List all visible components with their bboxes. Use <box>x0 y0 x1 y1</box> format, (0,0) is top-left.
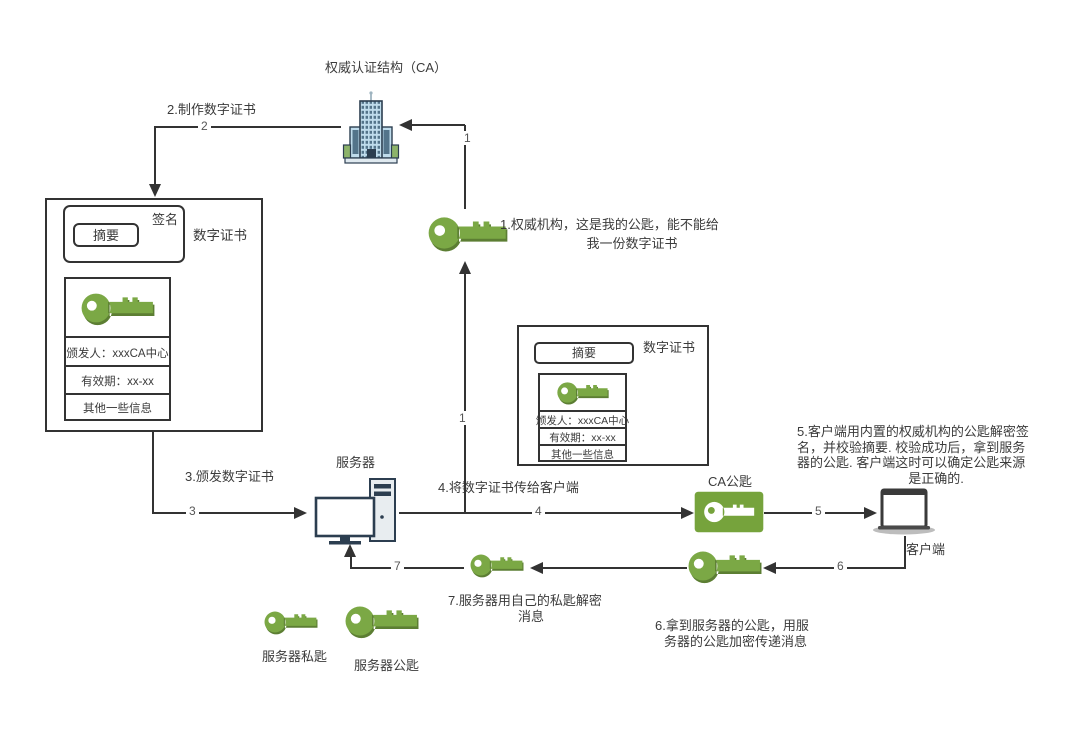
step-1-line2: 我一份数字证书 <box>586 236 678 251</box>
arrowhead-1-into-key <box>459 261 471 274</box>
cert-row-other: 其他一些信息 <box>66 393 169 421</box>
step-6-text: 6.拿到服务器的公匙，用服 务器的公匙加密传递消息 <box>655 618 825 649</box>
server-icon <box>314 478 396 545</box>
server-private-key-decrypt-icon <box>470 554 524 578</box>
step-1-line1: 1.权威机构，这是我的公匙，能不能给 <box>500 217 719 232</box>
server-label: 服务器 <box>336 455 376 470</box>
certificate-left-title: 数字证书 <box>193 228 247 243</box>
flow-line-3-vertical <box>152 432 154 513</box>
flow-line-1-lower <box>464 274 466 512</box>
certificate-middle: 摘要 数字证书 颁发人：xxxCA中心 有效期：xx-xx 其他一些信息 <box>517 325 709 466</box>
server-public-key-icon <box>345 606 419 639</box>
signature-box: 签名 摘要 <box>63 205 185 263</box>
step-2-text: 2.制作数字证书 <box>167 102 256 117</box>
ca-public-key-icon <box>694 491 764 533</box>
signature-label: 签名 <box>151 212 178 227</box>
step-6-line1: 6.拿到服务器的公匙，用服 <box>655 618 809 633</box>
certificate-middle-table: 颁发人：xxxCA中心 有效期：xx-xx 其他一些信息 <box>536 373 629 462</box>
digest-box: 摘要 <box>73 223 139 247</box>
server-public-key-label: 服务器公匙 <box>354 658 420 673</box>
flow-line-7-right <box>542 567 687 569</box>
flow-number-3: 3 <box>186 504 199 518</box>
flow-number-5: 5 <box>812 504 825 518</box>
step-5-line3: 器的公匙. 客户端这时可以确定公匙来源 <box>797 455 1026 470</box>
flow-number-7: 7 <box>391 559 404 573</box>
step-5-line2: 名，并校验摘要. 校验成功后，拿到服务 <box>797 439 1026 455</box>
cert-row-validity: 有效期：xx-xx <box>66 365 169 395</box>
flow-number-6: 6 <box>834 559 847 573</box>
cert-row-other: 其他一些信息 <box>540 444 625 462</box>
ca-public-key-label: CA公匙 <box>708 474 753 489</box>
step-5-line1: 5.客户端用内置的权威机构的公匙解密签 <box>797 424 1029 439</box>
arrowhead-2 <box>149 184 161 197</box>
arrowhead-6 <box>763 562 776 574</box>
certificate-left-table: 颁发人：xxxCA中心 有效期：xx-xx 其他一些信息 <box>64 277 171 421</box>
flow-number-1-mid: 1 <box>456 411 469 425</box>
flow-line-7-left <box>351 567 464 569</box>
server-public-key-request-icon <box>428 217 508 252</box>
server-public-key-message-icon <box>688 551 762 584</box>
flow-line-2-vertical <box>154 126 156 186</box>
flow-line-1-horizontal <box>411 124 465 126</box>
flow-number-2: 2 <box>198 119 211 133</box>
flow-line-3-horizontal <box>152 512 295 514</box>
step-5-text: 5.客户端用内置的权威机构的公匙解密签 名，并校验摘要. 校验成功后，拿到服务 … <box>797 424 1075 486</box>
step-4-text: 4.将数字证书传给客户端 <box>438 480 579 495</box>
ca-title: 权威认证结构（CA） <box>325 60 448 75</box>
ca-building-icon <box>342 91 400 164</box>
server-private-key-label: 服务器私匙 <box>262 649 328 664</box>
step-7-text: 7.服务器用自己的私匙解密 消息 <box>448 593 614 624</box>
flow-line-6-vertical <box>904 536 906 569</box>
arrowhead-7-into-key <box>530 562 543 574</box>
client-laptop-icon <box>873 488 935 535</box>
certificate-key-area <box>66 279 169 336</box>
arrowhead-1 <box>399 119 412 131</box>
server-private-key-icon <box>264 611 318 635</box>
step-1-text: 1.权威机构，这是我的公匙，能不能给 我一份数字证书 <box>500 215 764 253</box>
flow-number-4: 4 <box>532 504 545 518</box>
flow-line-7-vertical <box>350 556 352 569</box>
step-7-line1: 7.服务器用自己的私匙解密 <box>448 593 602 608</box>
certificate-middle-title: 数字证书 <box>643 340 696 355</box>
arrowhead-4 <box>681 507 694 519</box>
flow-line-2-horizontal <box>155 126 341 128</box>
arrowhead-7 <box>344 544 356 557</box>
public-key-icon <box>556 382 609 405</box>
digest-box-middle: 摘要 <box>534 342 634 364</box>
public-key-icon <box>81 293 154 325</box>
arrowhead-5 <box>864 507 877 519</box>
certificate-key-area <box>540 375 625 410</box>
step-7-line2: 消息 <box>517 608 544 624</box>
cert-row-validity: 有效期：xx-xx <box>540 427 625 446</box>
step-6-line2: 务器的公匙加密传递消息 <box>664 633 808 649</box>
client-label: 客户端 <box>906 542 946 557</box>
certificate-left: 签名 摘要 数字证书 颁发人：xxxCA中心 有效期：xx-xx 其他一些信息 <box>45 198 263 432</box>
flow-number-1-top: 1 <box>461 131 474 145</box>
step-5-line4: 是正确的. <box>908 470 964 486</box>
cert-row-issuer: 颁发人：xxxCA中心 <box>66 336 169 367</box>
step-3-text: 3.颁发数字证书 <box>185 469 274 484</box>
flow-line-1-upper <box>464 125 466 209</box>
cert-row-issuer: 颁发人：xxxCA中心 <box>536 410 629 429</box>
arrowhead-3 <box>294 507 307 519</box>
